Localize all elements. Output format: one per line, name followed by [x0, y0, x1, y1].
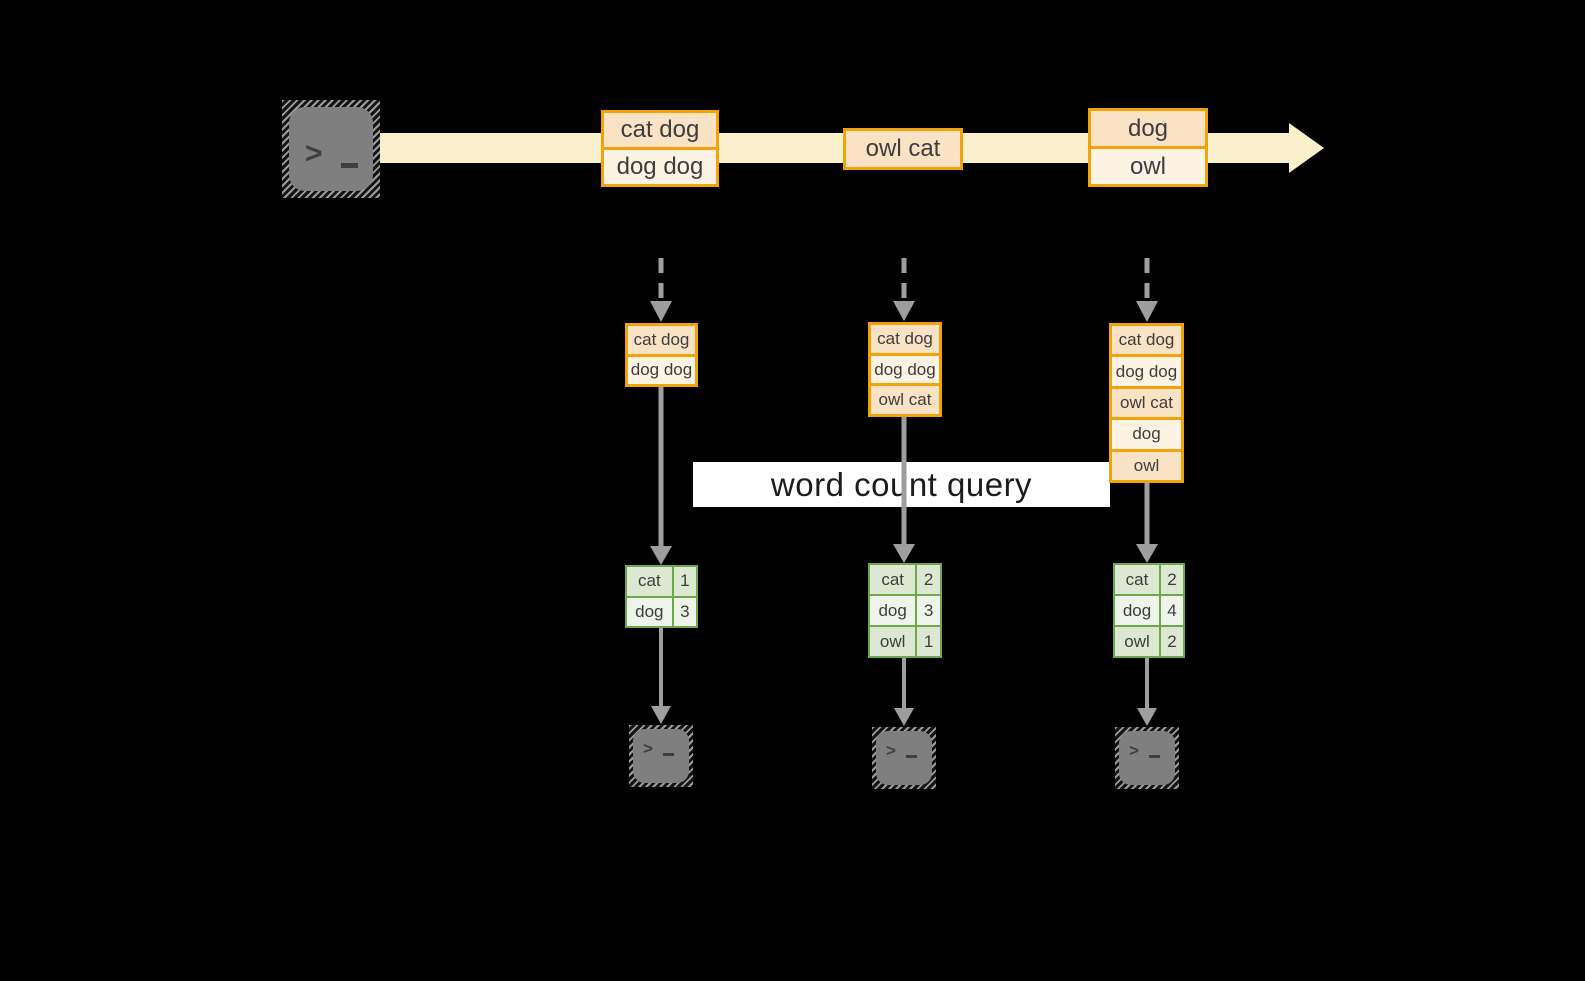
- event-record: cat dog: [604, 113, 716, 147]
- terminal-cursor-glyph: [341, 163, 358, 168]
- terminal-output-1-icon: >: [629, 725, 693, 787]
- output-arrow-1-head-icon: [651, 706, 671, 724]
- terminal-body: >: [1119, 731, 1175, 785]
- result-count: 1: [917, 627, 940, 656]
- dashed-arrow-2-head-icon: [893, 301, 915, 321]
- query-arrow-2-head-icon: [893, 544, 915, 563]
- result-count: 3: [673, 597, 696, 626]
- buffer-record: cat dog: [871, 325, 939, 353]
- buffer-record: dog: [1112, 417, 1181, 449]
- result-count: 2: [917, 565, 940, 594]
- terminal-body: >: [633, 729, 689, 783]
- terminal-cursor-glyph: [1149, 755, 1160, 758]
- output-arrow-3-head-icon: [1137, 708, 1157, 726]
- result-count: 4: [1161, 596, 1183, 625]
- input-buffer-3: cat dog dog dog owl cat dog owl: [1109, 323, 1184, 483]
- input-buffer-1: cat dog dog dog: [625, 323, 698, 387]
- result-word: cat: [1115, 565, 1159, 594]
- event-record: owl cat: [846, 131, 960, 167]
- terminal-cursor-glyph: [906, 755, 917, 758]
- buffer-record: cat dog: [1112, 326, 1181, 355]
- event-record: owl: [1091, 146, 1205, 184]
- terminal-prompt-glyph: >: [886, 741, 896, 760]
- output-arrow-2-head-icon: [894, 708, 914, 726]
- terminal-prompt-glyph: >: [643, 739, 653, 758]
- query-banner: word count query: [693, 462, 1110, 507]
- result-count: 2: [1161, 627, 1183, 656]
- dashed-arrow-1-head-icon: [650, 301, 672, 322]
- result-word: dog: [627, 597, 672, 626]
- buffer-record: owl: [1112, 448, 1181, 481]
- query-arrow-3-head-icon: [1136, 544, 1158, 563]
- result-table-3: cat 2 dog 4 owl 2: [1113, 563, 1185, 658]
- buffer-record: cat dog: [628, 326, 695, 354]
- stream-event-3: dog owl: [1088, 108, 1208, 187]
- terminal-prompt-glyph: >: [1129, 741, 1139, 760]
- buffer-record: owl cat: [871, 383, 939, 415]
- terminal-prompt-glyph: >: [305, 137, 323, 170]
- buffer-record: dog dog: [871, 352, 939, 384]
- terminal-output-2-icon: >: [872, 727, 936, 789]
- stream-event-2: owl cat: [843, 128, 963, 170]
- event-record: dog dog: [604, 147, 716, 184]
- result-word: cat: [870, 565, 916, 594]
- terminal-output-3-icon: >: [1115, 727, 1179, 789]
- buffer-record: owl cat: [1112, 385, 1181, 418]
- dashed-arrow-3-head-icon: [1136, 301, 1158, 322]
- result-word: dog: [870, 596, 916, 625]
- result-table-2: cat 2 dog 3 owl 1: [868, 563, 942, 658]
- result-word: dog: [1115, 596, 1159, 625]
- stream-event-1: cat dog dog dog: [601, 110, 719, 187]
- result-word: owl: [870, 627, 916, 656]
- result-table-1: cat 1 dog 3: [625, 565, 698, 628]
- result-word: owl: [1115, 627, 1159, 656]
- buffer-record: dog dog: [628, 353, 695, 384]
- terminal-cursor-glyph: [663, 753, 674, 756]
- buffer-record: dog dog: [1112, 354, 1181, 386]
- terminal-body: >: [289, 107, 373, 191]
- result-word: cat: [627, 567, 672, 596]
- stream-timeline-arrowhead-icon: [1289, 123, 1324, 173]
- query-arrow-1-head-icon: [650, 546, 672, 565]
- result-count: 2: [1161, 565, 1183, 594]
- result-count: 3: [917, 596, 940, 625]
- event-record: dog: [1091, 111, 1205, 146]
- input-buffer-2: cat dog dog dog owl cat: [868, 322, 942, 417]
- terminal-source-icon: >: [282, 100, 380, 198]
- result-count: 1: [673, 567, 696, 596]
- terminal-body: >: [876, 731, 932, 785]
